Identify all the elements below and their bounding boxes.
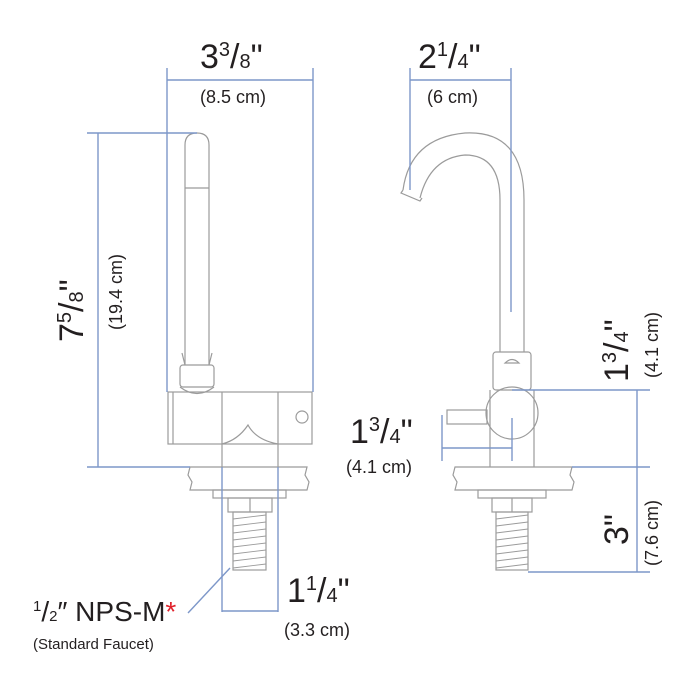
shank-width-unit: ": [337, 572, 350, 610]
handle-reach-den: 4: [389, 426, 401, 448]
handle-height-metric: (4.1 cm): [642, 311, 662, 378]
thread-unit: ″: [57, 596, 68, 627]
thread-type: NPS-M: [67, 596, 166, 627]
shank-width-dimension: 11/4": [287, 574, 350, 608]
handle-height-whole: 1: [598, 363, 636, 382]
thread-spec-note: 1/2″ NPS-M*: [33, 598, 176, 626]
below-deck-unit: ": [598, 514, 636, 527]
front-view-outline: [167, 132, 313, 571]
front-width-whole: 3: [200, 38, 219, 76]
front-width-metric: (8.5 cm): [200, 87, 267, 107]
front-height-dimension: 75/8": [53, 279, 91, 342]
thread-num: 1: [33, 598, 42, 615]
handle-height-unit: ": [598, 319, 636, 332]
handle-reach-dimension: 13/4": [350, 415, 413, 449]
shank-width-metric: (3.3 cm): [284, 620, 351, 640]
handle-height-den: 4: [611, 331, 633, 343]
shank-width-den: 4: [326, 585, 338, 607]
asterisk-icon: *: [165, 596, 177, 627]
fraction-slash: /: [448, 38, 458, 76]
handle-height-dimension: 13/4": [598, 319, 636, 382]
fraction-slash: /: [598, 342, 636, 352]
front-width-den: 8: [239, 51, 251, 73]
shank-width-whole: 1: [287, 572, 306, 610]
front-height-unit: ": [53, 279, 91, 292]
spout-reach-den: 4: [457, 51, 469, 73]
dimension-lines: [87, 68, 650, 614]
handle-reach-unit: ": [400, 413, 413, 451]
front-width-dimension: 33/8": [200, 40, 263, 74]
thread-den: 2: [49, 608, 58, 625]
side-view-outline: [400, 132, 575, 571]
spout-reach-metric: (6 cm): [427, 87, 478, 107]
below-deck-whole: 3: [598, 526, 636, 545]
handle-height-num: 3: [599, 351, 621, 364]
handle-reach-whole: 1: [350, 413, 369, 451]
fraction-slash: /: [317, 572, 327, 610]
front-height-den: 8: [66, 291, 88, 303]
spout-reach-whole: 2: [418, 38, 437, 76]
fraction-slash: /: [41, 596, 50, 627]
below-deck-dimension: 3": [598, 514, 636, 545]
spout-reach-num: 1: [436, 39, 449, 61]
front-height-num: 5: [54, 311, 76, 324]
front-width-num: 3: [218, 39, 231, 61]
fraction-slash: /: [53, 302, 91, 312]
shank-width-num: 1: [305, 573, 318, 595]
fraction-slash: /: [380, 413, 390, 451]
thread-spec-subnote: (Standard Faucet): [33, 636, 154, 653]
handle-reach-metric: (4.1 cm): [346, 457, 413, 477]
handle-reach-num: 3: [368, 414, 381, 436]
spout-reach-dimension: 21/4": [418, 40, 481, 74]
front-height-metric: (19.4 cm): [106, 253, 126, 330]
front-width-unit: ": [250, 38, 263, 76]
below-deck-metric: (7.6 cm): [642, 499, 662, 566]
fraction-slash: /: [230, 38, 240, 76]
front-height-whole: 7: [53, 323, 91, 342]
spout-reach-unit: ": [468, 38, 481, 76]
